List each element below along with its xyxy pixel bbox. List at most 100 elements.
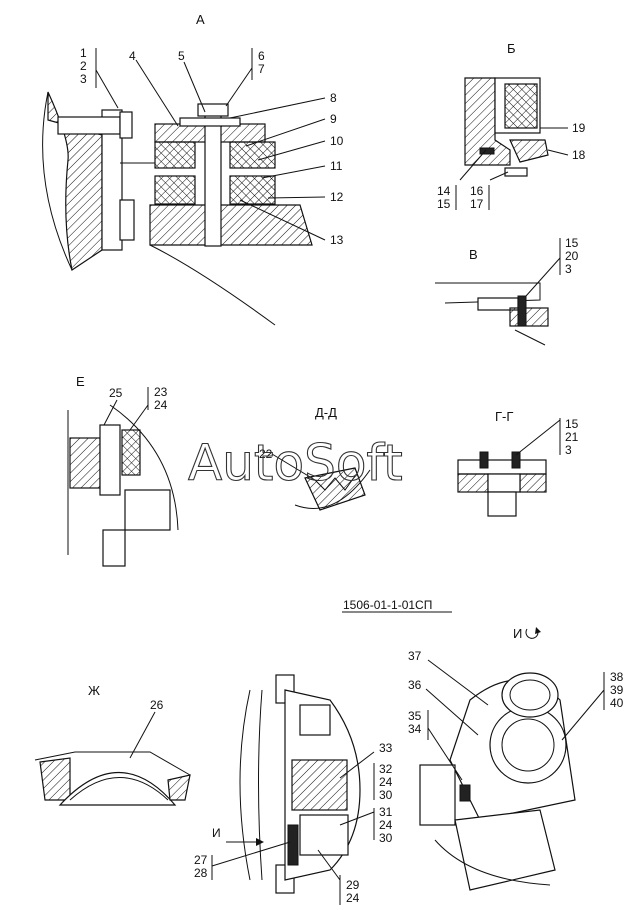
view-gg-title: Г-Г (495, 409, 513, 424)
label-3: 3 (80, 72, 87, 86)
zh-wheel-inner (69, 777, 169, 801)
i-lower-arc (434, 839, 551, 886)
v-bolt (517, 295, 527, 327)
view-dd-title: Д-Д (315, 405, 337, 420)
label-v-3: 3 (565, 262, 572, 276)
label-36: 36 (408, 678, 422, 692)
label-19: 19 (572, 121, 586, 135)
label-40: 40 (610, 696, 624, 710)
label-9: 9 (330, 112, 337, 126)
label-14: 14 (437, 184, 451, 198)
label-32-24: 24 (379, 775, 393, 789)
label-17: 17 (470, 197, 484, 211)
label-29: 29 (346, 878, 360, 892)
label-31-24: 24 (379, 818, 393, 832)
hub-section (291, 759, 348, 811)
view-i-title: И (513, 626, 522, 641)
gg-plate (457, 459, 547, 475)
label-32: 32 (379, 762, 393, 776)
rubber-pad-upper-right (229, 141, 276, 169)
zh-right-section (167, 774, 191, 801)
drawing-code: 1506-01-1-01СП (343, 598, 432, 612)
rubber-pad-lower-left (154, 175, 196, 205)
label-27: 27 (194, 853, 208, 867)
label-31: 31 (379, 805, 393, 819)
label-25: 25 (109, 386, 123, 400)
b-seal (504, 83, 538, 129)
view-b-title: Б (507, 41, 516, 56)
frame-section (149, 204, 313, 246)
view-e-title: Е (76, 374, 85, 389)
gg-center (487, 473, 521, 493)
gg-stem (487, 491, 517, 517)
view-zh: Ж 26 (34, 683, 191, 806)
label-31-30: 30 (379, 831, 393, 845)
label-v-20: 20 (565, 249, 579, 263)
label-23: 23 (154, 385, 168, 399)
label-10: 10 (330, 134, 344, 148)
e-disc (99, 424, 121, 496)
bracket-outline (42, 91, 73, 271)
label-gg-15: 15 (565, 417, 579, 431)
label-39: 39 (610, 683, 624, 697)
zh-top-edge (34, 751, 191, 776)
label-28: 28 (194, 866, 208, 880)
frame-outline (149, 244, 276, 326)
view-arrow (256, 838, 264, 846)
i-outlet-ring (489, 706, 567, 784)
view-zh-title: Ж (88, 683, 100, 698)
label-37: 37 (408, 649, 422, 663)
zh-left-section (39, 757, 71, 801)
e-bearing (121, 429, 141, 476)
view-gg: Г-Г 15 21 3 (457, 409, 579, 517)
view-v: В 15 20 3 (435, 236, 579, 346)
bracket-lug (119, 199, 135, 241)
label-38: 38 (610, 670, 624, 684)
b-screw (504, 167, 528, 177)
label-33: 33 (379, 741, 393, 755)
label-arrow-i: И (212, 826, 221, 840)
label-1: 1 (80, 46, 87, 60)
bolt-head (197, 103, 229, 117)
dd-teeth (314, 475, 356, 491)
label-15: 15 (437, 197, 451, 211)
label-5: 5 (178, 49, 185, 63)
label-gg-21: 21 (565, 430, 579, 444)
label-6: 6 (258, 49, 265, 63)
label-7: 7 (258, 62, 265, 76)
shaft (287, 824, 299, 866)
view-i: И 37 36 35 34 38 39 40 (408, 626, 624, 891)
pump-body (299, 704, 331, 736)
label-34: 34 (408, 722, 422, 736)
label-35: 35 (408, 709, 422, 723)
view-v-title: В (469, 247, 478, 262)
gg-bolt-left (479, 451, 489, 469)
label-18: 18 (572, 148, 586, 162)
rotation-icon (525, 627, 541, 639)
gg-bolt-right (511, 451, 521, 469)
bolt-left (57, 116, 121, 135)
view-a-title: А (196, 12, 205, 27)
label-32-30: 30 (379, 788, 393, 802)
e-arc (109, 404, 179, 531)
label-v-15: 15 (565, 236, 579, 250)
e-gear (124, 489, 171, 531)
e-lever (102, 529, 126, 567)
label-24: 24 (154, 398, 168, 412)
e-housing (69, 437, 101, 489)
label-2: 2 (80, 59, 87, 73)
label-12: 12 (330, 190, 344, 204)
i-base (454, 809, 556, 891)
i-fitting (459, 784, 471, 802)
gg-block-right (519, 473, 547, 493)
fan-blade-left (239, 689, 251, 881)
label-gg-3: 3 (565, 443, 572, 457)
view-a: А (42, 12, 344, 326)
main-assembly: И 33 32 24 30 31 24 30 27 28 29 24 (194, 674, 393, 905)
dd-section (304, 467, 366, 511)
fan-blade-right (258, 689, 263, 881)
label-11: 11 (330, 159, 343, 173)
i-side-block (419, 764, 456, 826)
washer (179, 117, 241, 127)
